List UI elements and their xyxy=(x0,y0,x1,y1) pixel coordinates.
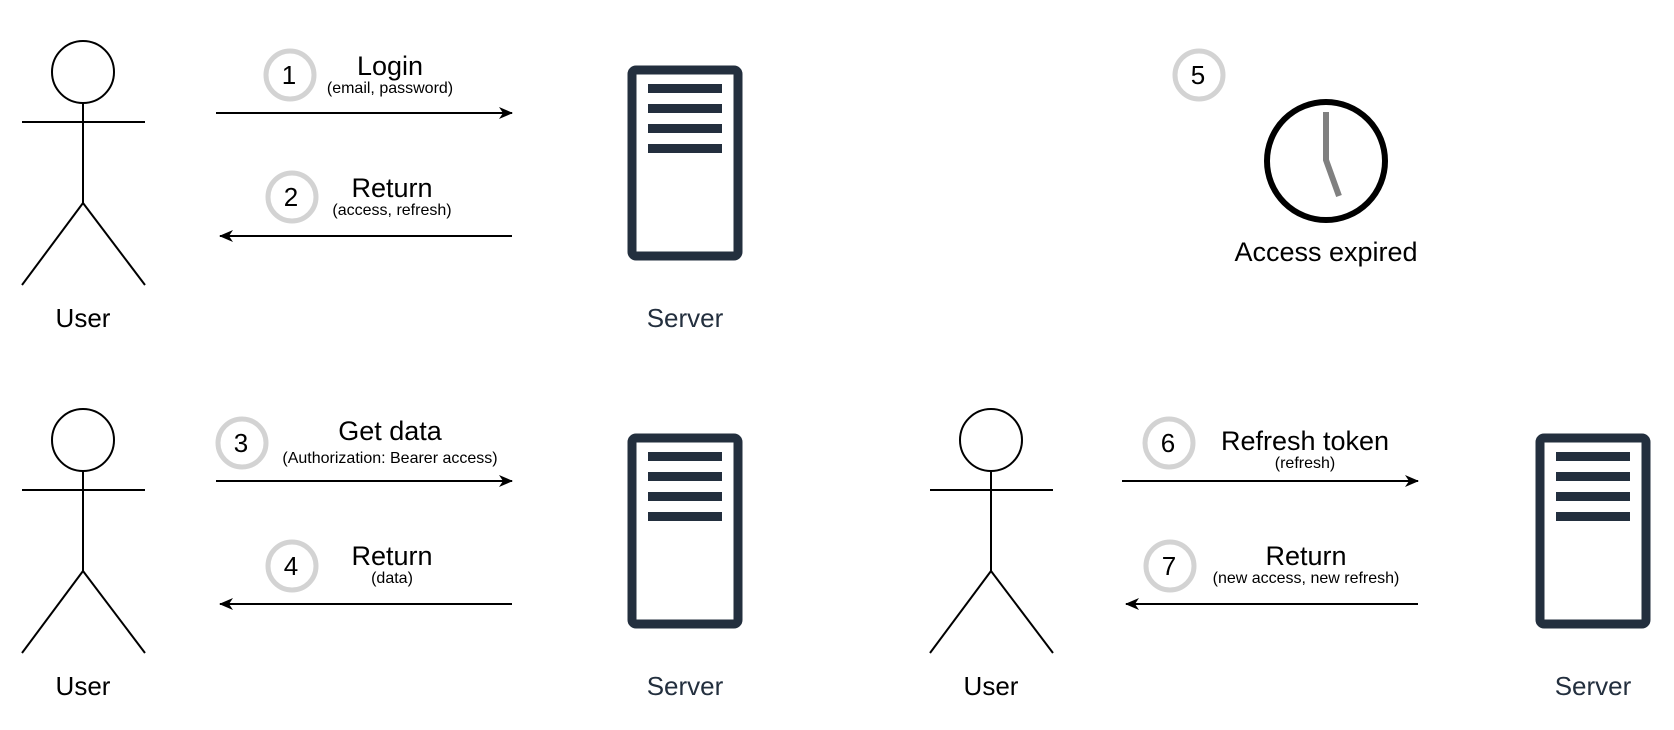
step-title: Return xyxy=(351,173,432,203)
step-title: Access expired xyxy=(1234,237,1417,267)
actor-label: User xyxy=(56,671,111,701)
step-title: Return xyxy=(1265,541,1346,571)
server-icon xyxy=(627,433,743,629)
stick-figure-icon xyxy=(21,408,146,654)
step-number: 1 xyxy=(282,60,296,90)
step-number: 5 xyxy=(1191,60,1205,90)
step-number: 6 xyxy=(1161,428,1175,458)
actor-user-bottom-right: User xyxy=(929,408,1054,701)
server-bottom-left: Server xyxy=(627,433,743,701)
step-title: Refresh token xyxy=(1221,426,1389,456)
step-number: 2 xyxy=(284,182,298,212)
step-badge xyxy=(1172,48,1226,102)
step-3-get-data: 3 Get data (Authorization: Bearer access… xyxy=(215,416,513,487)
step-badge xyxy=(215,416,269,470)
step-number: 4 xyxy=(284,551,298,581)
clock-icon xyxy=(1264,99,1388,223)
step-title: Login xyxy=(357,51,423,81)
server-bottom-right: Server xyxy=(1535,433,1651,701)
step-number: 3 xyxy=(234,428,248,458)
server-icon xyxy=(1535,433,1651,629)
actor-label: User xyxy=(964,671,1019,701)
step-badge xyxy=(265,539,319,593)
step-number: 7 xyxy=(1162,551,1176,581)
step-1-login: 1 Login (email, password) xyxy=(216,48,513,119)
step-badge xyxy=(263,48,317,102)
step-title: Get data xyxy=(338,416,443,446)
step-title: Return xyxy=(351,541,432,571)
step-2-return: 2 Return (access, refresh) xyxy=(219,170,512,242)
step-5-access-expired: 5 Access expired xyxy=(1172,48,1418,267)
server-label: Server xyxy=(647,303,724,333)
server-label: Server xyxy=(647,671,724,701)
step-subtitle: (email, password) xyxy=(327,80,453,97)
stick-figure-icon xyxy=(21,40,146,286)
step-6-refresh-token: 6 Refresh token (refresh) xyxy=(1122,416,1419,487)
server-label: Server xyxy=(1555,671,1632,701)
step-badge xyxy=(1142,416,1196,470)
step-4-return: 4 Return (data) xyxy=(219,539,512,610)
step-subtitle: (Authorization: Bearer access) xyxy=(282,450,497,467)
step-subtitle: (access, refresh) xyxy=(332,202,451,219)
step-7-return: 7 Return (new access, new refresh) xyxy=(1125,539,1418,610)
server-icon xyxy=(627,65,743,261)
step-subtitle: (data) xyxy=(371,570,413,587)
stick-figure-icon xyxy=(929,408,1054,654)
actor-user-top: User xyxy=(21,40,146,333)
step-subtitle: (refresh) xyxy=(1275,455,1335,472)
step-badge xyxy=(265,170,319,224)
step-badge xyxy=(1143,539,1197,593)
step-subtitle: (new access, new refresh) xyxy=(1213,570,1400,587)
server-top: Server xyxy=(627,65,743,333)
actor-user-bottom-left: User xyxy=(21,408,146,701)
actor-label: User xyxy=(56,303,111,333)
